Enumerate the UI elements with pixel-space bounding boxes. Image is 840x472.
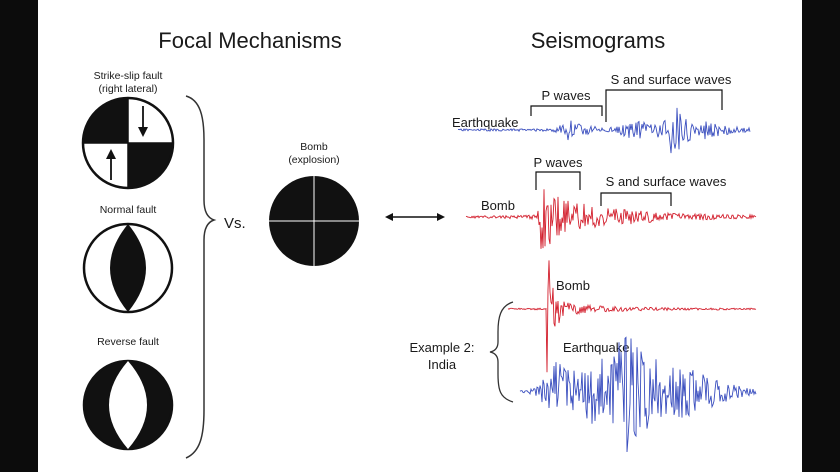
reverse-fault-label: Reverse fault xyxy=(97,336,159,348)
example-grouping-brace xyxy=(489,301,514,403)
bomb-p-waves-label: P waves xyxy=(534,155,583,170)
earthquake-p-waves-label: P waves xyxy=(542,88,591,103)
faults-grouping-brace xyxy=(185,95,217,459)
bomb-seismogram-trace xyxy=(465,189,757,249)
strike-slip-label-line1: Strike-slip fault xyxy=(94,70,163,82)
bomb-beachball: Bomb (explosion) xyxy=(269,141,359,266)
example-label-line2: India xyxy=(428,357,457,372)
bomb-p-waves-bracket xyxy=(535,171,581,190)
strike-slip-beachball: Strike-slip fault (right lateral) xyxy=(81,70,175,190)
normal-fault-beachball: Normal fault xyxy=(82,204,174,314)
reverse-fault-beachball: Reverse fault xyxy=(82,336,174,451)
focal-mechanisms-heading: Focal Mechanisms xyxy=(158,28,341,53)
arrow-up-icon xyxy=(106,149,116,180)
earthquake-trace-label: Earthquake xyxy=(452,115,519,130)
strike-slip-black-quadrant-upper-left xyxy=(83,98,128,143)
bomb-label-line2: (explosion) xyxy=(288,154,339,166)
arrow-down-icon xyxy=(138,106,148,137)
double-arrow-icon xyxy=(385,213,445,221)
seismograms-heading: Seismograms xyxy=(531,28,665,53)
example-earthquake-seismogram-trace xyxy=(519,336,757,453)
example-label-line1: Example 2: xyxy=(409,340,474,355)
bomb-s-waves-bracket xyxy=(600,192,672,206)
earthquake-seismogram-trace xyxy=(457,107,751,154)
bomb-s-waves-label: S and surface waves xyxy=(606,174,727,189)
bomb-label-line1: Bomb xyxy=(300,141,328,153)
normal-fault-black-lens xyxy=(110,224,146,312)
example-earthquake-label: Earthquake xyxy=(563,340,630,355)
earthquake-s-waves-label: S and surface waves xyxy=(611,72,732,87)
earthquake-p-waves-bracket xyxy=(530,105,603,116)
earthquake-s-waves-bracket xyxy=(605,89,723,122)
vs-label: Vs. xyxy=(224,215,246,232)
reverse-fault-white-lens xyxy=(109,361,147,449)
normal-fault-label: Normal fault xyxy=(100,204,157,216)
example-bomb-label: Bomb xyxy=(556,278,590,293)
bomb-trace-label: Bomb xyxy=(481,198,515,213)
strike-slip-label-line2: (right lateral) xyxy=(99,83,158,95)
strike-slip-black-quadrant-lower-right xyxy=(128,143,173,188)
example-bomb-seismogram-trace xyxy=(507,260,757,373)
